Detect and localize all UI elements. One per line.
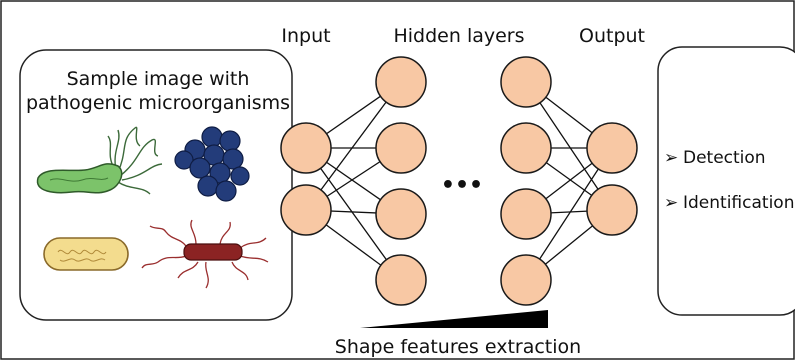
sample-title-line2: pathogenic microorganisms bbox=[26, 92, 290, 114]
hidden-node bbox=[375, 188, 427, 240]
input-layer-label: Input bbox=[281, 25, 330, 47]
output-box bbox=[657, 46, 795, 316]
connection-line bbox=[305, 147, 402, 281]
flagellated-rod-icon bbox=[141, 219, 269, 289]
hidden-node bbox=[500, 56, 552, 108]
helicobacter-bacterium-icon bbox=[36, 126, 163, 195]
hidden-layers-ellipsis: ••• bbox=[441, 173, 483, 198]
hidden-layers-label: Hidden layers bbox=[393, 25, 524, 47]
hidden-node bbox=[500, 254, 552, 306]
hidden-node bbox=[500, 188, 552, 240]
network-nodes bbox=[280, 56, 638, 306]
hidden-node bbox=[500, 122, 552, 174]
output-node bbox=[586, 184, 638, 236]
extraction-wedge bbox=[360, 310, 548, 328]
coccus-cluster-icon bbox=[174, 126, 250, 202]
extraction-label: Shape features extraction bbox=[335, 336, 581, 358]
output-item-detection: Detection bbox=[683, 148, 766, 168]
input-node bbox=[280, 122, 332, 174]
output-node bbox=[586, 122, 638, 174]
output-layer-label: Output bbox=[579, 25, 645, 47]
hidden-node bbox=[375, 254, 427, 306]
sample-title-line1: Sample image with bbox=[67, 68, 250, 90]
hidden-node bbox=[375, 56, 427, 108]
bacillus-bacterium-icon bbox=[43, 237, 129, 271]
output-item-identification: Identification bbox=[683, 193, 794, 213]
hidden-node bbox=[375, 122, 427, 174]
connection-line bbox=[525, 147, 613, 281]
input-node bbox=[280, 184, 332, 236]
identification-arrow-icon: ➢ bbox=[664, 193, 678, 213]
connection-line bbox=[305, 81, 402, 211]
detection-arrow-icon: ➢ bbox=[664, 148, 678, 168]
